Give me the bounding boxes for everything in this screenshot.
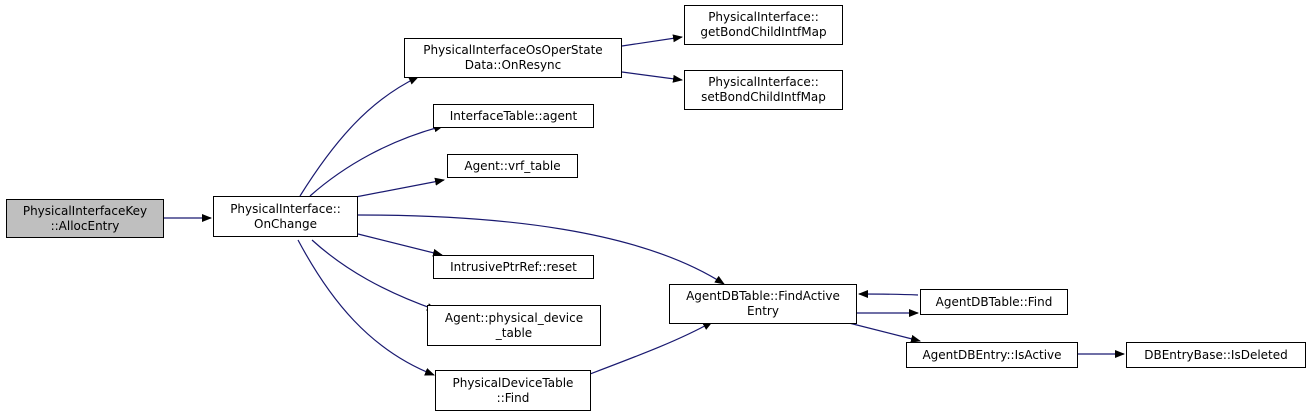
node-label-line1: AgentDBEntry::IsActive — [922, 347, 1062, 362]
node-agentdbentry-isactive[interactable]: AgentDBEntry::IsActive — [906, 342, 1078, 368]
node-set-bond-child-intf-map[interactable]: PhysicalInterface:: setBondChildIntfMap — [684, 70, 843, 110]
edge-onchange-to-find-active — [357, 214, 725, 285]
edge-onchange-to-ptr-reset — [357, 233, 443, 257]
node-agent-physical-device-table[interactable]: Agent::physical_device _table — [427, 305, 601, 346]
node-physicaldevicetable-find[interactable]: PhysicalDeviceTable ::Find — [435, 370, 591, 411]
node-label-line1: Agent::vrf_table — [464, 158, 561, 173]
edge-onresync-to-set-bond — [621, 71, 683, 83]
edge-adb-find-to-find-active — [858, 290, 919, 299]
node-agent-vrf-table[interactable]: Agent::vrf_table — [447, 154, 578, 178]
node-get-bond-child-intf-map[interactable]: PhysicalInterface:: getBondChildIntfMap — [684, 5, 843, 45]
node-label-line2: Entry — [747, 304, 779, 318]
edge-onchange-to-itable-agent — [309, 124, 444, 197]
edge-pdt-find-to-find-active — [589, 321, 713, 375]
edge-onchange-to-onresync — [299, 76, 419, 197]
edge-onchange-to-phys-dev-table — [311, 239, 437, 311]
edge-onresync-to-get-bond — [621, 34, 683, 47]
node-label-line1: AgentDBTable::Find — [935, 294, 1053, 309]
node-label-line2: ::Find — [496, 390, 530, 405]
node-label-line1: PhysicalInterface:: — [708, 75, 819, 89]
node-physicalinterface-onchange[interactable]: PhysicalInterface:: OnChange — [213, 196, 358, 237]
node-dbentrybase-isdeleted[interactable]: DBEntryBase::IsDeleted — [1126, 342, 1306, 368]
node-label-line2: setBondChildIntfMap — [701, 90, 826, 104]
node-label-line2: Data::OnResync — [464, 58, 562, 72]
node-label-line1: PhysicalInterfaceKey — [22, 203, 148, 218]
node-label-line1: PhysicalInterface:: — [230, 201, 341, 216]
node-agentdbtable-findactiveentry[interactable]: AgentDBTable::FindActive Entry — [669, 284, 857, 324]
node-label-line1: PhysicalDeviceTable — [452, 375, 574, 390]
node-oper-state-data-onresync[interactable]: PhysicalInterfaceOsOperState Data::OnRes… — [404, 38, 622, 78]
node-physicalinterfacekey-allocentry: PhysicalInterfaceKey ::AllocEntry — [6, 199, 164, 238]
node-label-line1: PhysicalInterface:: — [708, 10, 819, 24]
node-label-line1: IntrusivePtrRef::reset — [450, 259, 577, 274]
edge-find-active-to-is-active — [844, 321, 921, 343]
node-label-line2: ::AllocEntry — [50, 218, 120, 233]
node-label-line1: Agent::physical_device — [444, 310, 584, 325]
node-agentdbtable-find[interactable]: AgentDBTable::Find — [920, 289, 1068, 315]
node-label-line1: InterfaceTable::agent — [449, 108, 578, 123]
node-label-line2: getBondChildIntfMap — [700, 25, 827, 39]
node-interfacetable-agent[interactable]: InterfaceTable::agent — [433, 104, 594, 128]
node-label-line2: OnChange — [254, 216, 317, 231]
node-label-line1: PhysicalInterfaceOsOperState — [423, 43, 603, 57]
node-label-line1: AgentDBTable::FindActive — [686, 289, 840, 303]
node-label-line1: DBEntryBase::IsDeleted — [1144, 347, 1288, 362]
edge-onchange-to-pdt-find — [297, 239, 435, 376]
node-label-line2: _table — [495, 325, 533, 340]
node-intrusiveptrref-reset[interactable]: IntrusivePtrRef::reset — [433, 255, 594, 279]
